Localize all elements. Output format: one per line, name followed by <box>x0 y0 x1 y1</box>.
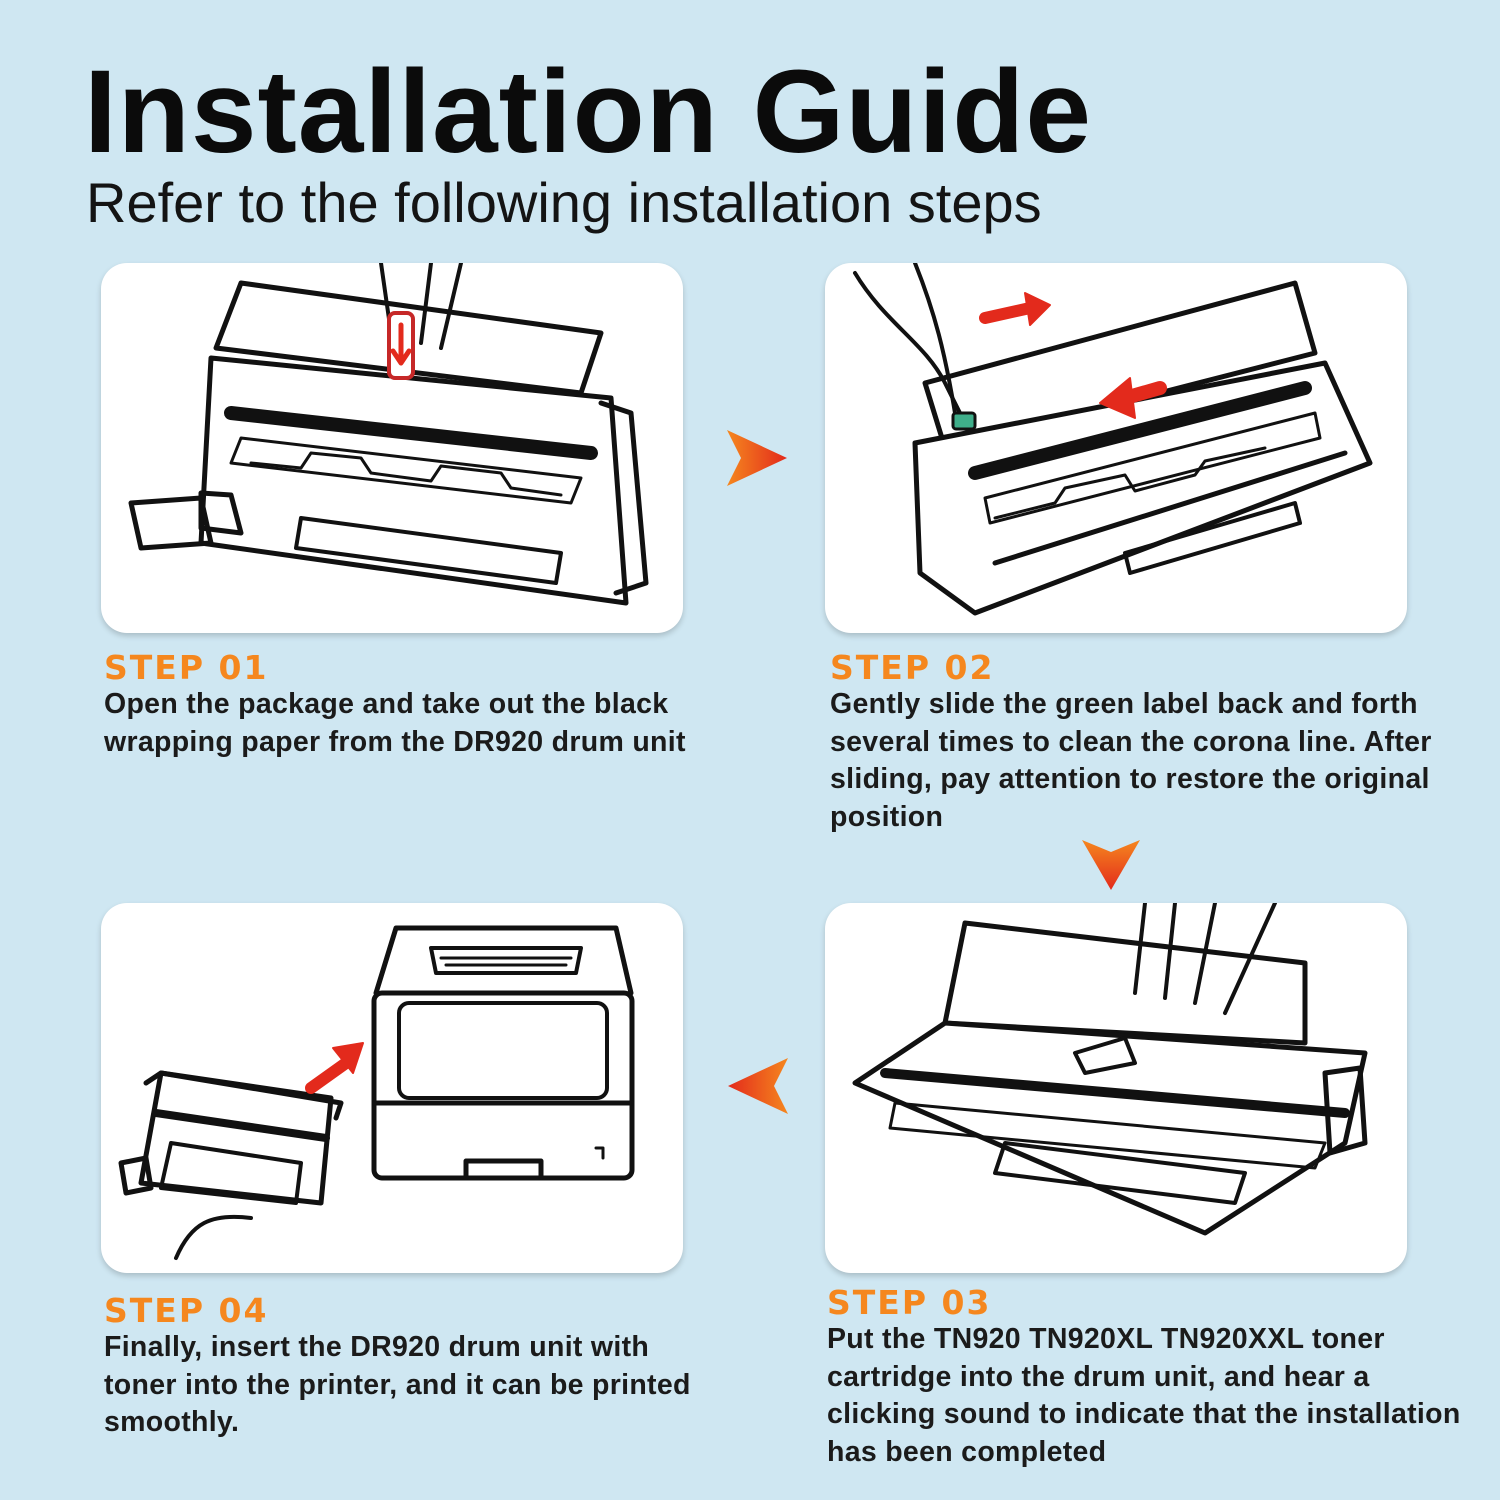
step-04-text: Finally, insert the DR920 drum unit with… <box>104 1329 704 1442</box>
flow-arrow-left-icon <box>726 1056 790 1116</box>
step-04-label: STEP 04 <box>104 1291 268 1330</box>
step-02-text: Gently slide the green label back and fo… <box>830 686 1450 836</box>
step-03-label: STEP 03 <box>827 1283 991 1322</box>
flow-arrow-down-icon <box>1080 838 1142 892</box>
step-02-label: STEP 02 <box>830 648 994 687</box>
step-01-illustration <box>101 263 683 633</box>
step-01-text: Open the package and take out the black … <box>104 686 704 761</box>
step-01-label: STEP 01 <box>104 648 268 687</box>
step-03-illustration <box>825 903 1407 1273</box>
step-03-text: Put the TN920 TN920XL TN920XXL toner car… <box>827 1321 1467 1471</box>
page-subtitle: Refer to the following installation step… <box>86 172 1042 234</box>
step-02-illustration <box>825 263 1407 633</box>
page-title: Installation Guide <box>84 48 1092 178</box>
flow-arrow-right-icon <box>725 428 789 488</box>
step-04-illustration <box>101 903 683 1273</box>
